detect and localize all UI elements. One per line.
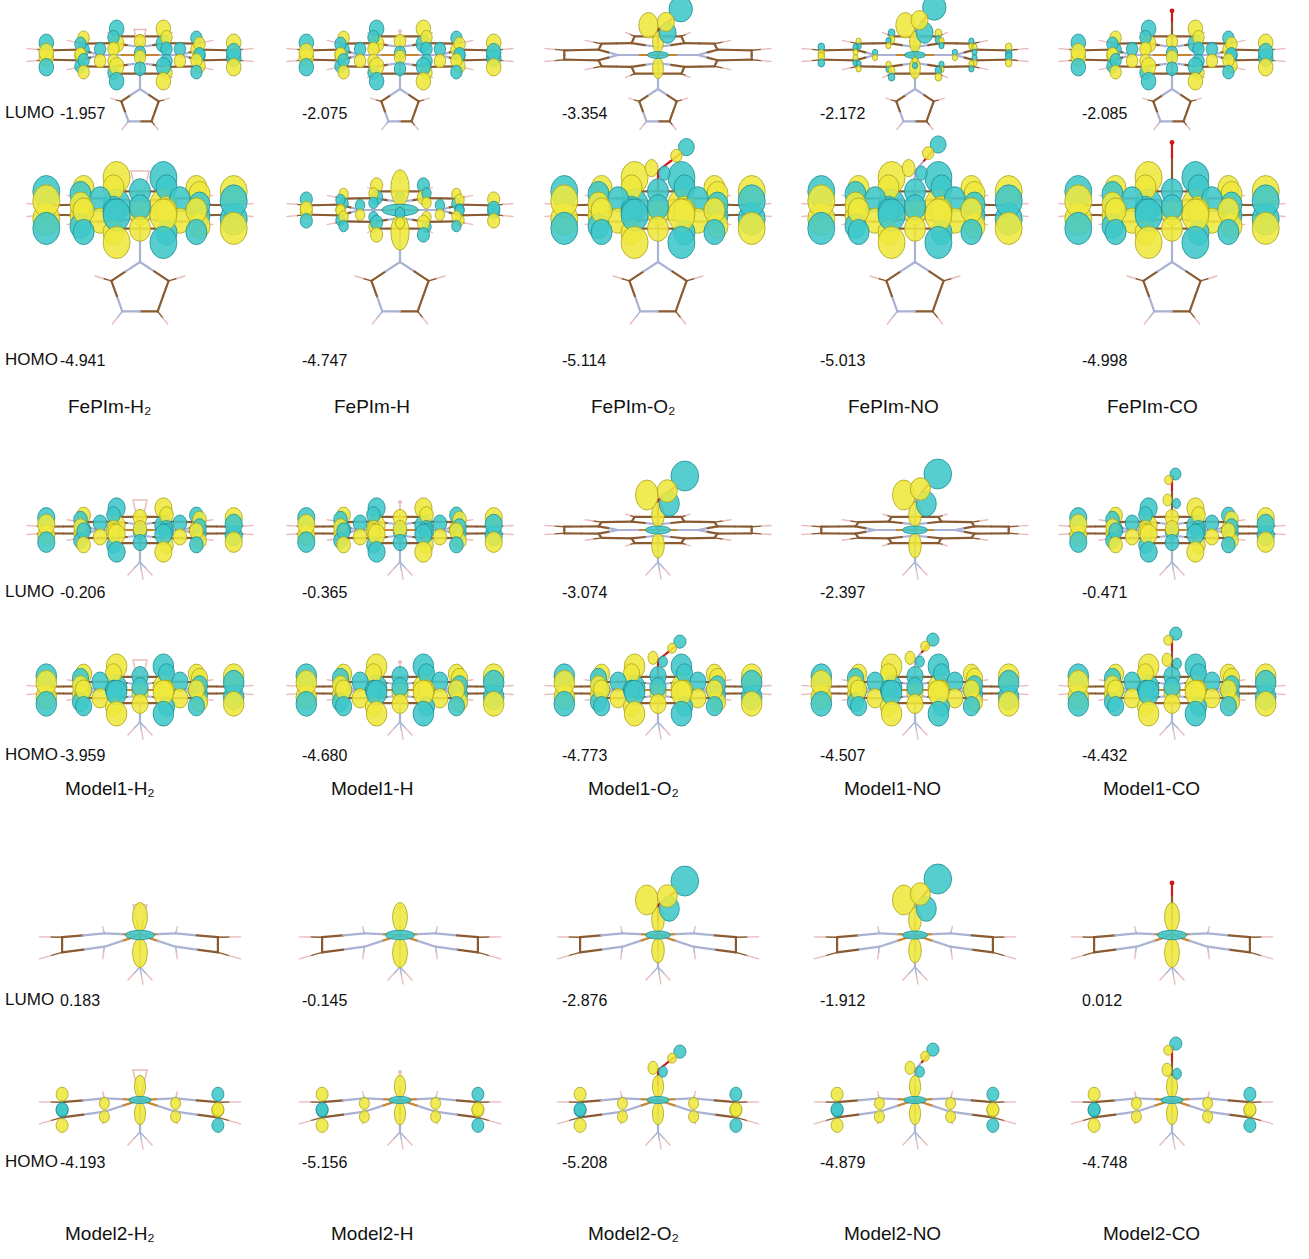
orbital-energy: -4.747 [300,351,349,370]
orbital-energy: -3.074 [560,583,609,602]
orbital-energy: -2.397 [818,583,867,602]
orbital-energy: -0.206 [58,583,107,602]
orbital-row-label: HOMO [3,745,60,765]
orbital-energy: -2.075 [300,104,349,123]
structure-name: Model1-NO [842,778,943,801]
orbital-energy: -4.680 [300,746,349,765]
orbital-energy: -1.912 [818,991,867,1010]
structure-name: Model2-O₂ [586,1223,681,1246]
orbital-energy: -4.748 [1080,1153,1129,1172]
structure-name: Model1-H [329,778,415,801]
structure-name: Model2-NO [842,1223,943,1246]
orbital-row-label: LUMO [3,103,56,123]
structure-name: Model2-H [329,1223,415,1246]
structure-name: FePIm-H [332,396,412,419]
orbital-energy: -0.365 [300,583,349,602]
orbital-energy: 0.012 [1080,991,1124,1010]
orbital-energy: -1.957 [58,104,107,123]
structure-name: Model2-H₂ [63,1223,157,1246]
structure-name: Model1-CO [1101,778,1202,801]
orbital-energy: -3.354 [560,104,609,123]
orbital-energy: 0.183 [58,991,102,1010]
orbital-energy: -5.114 [560,351,608,370]
orbital-row-label: LUMO [3,582,56,602]
orbital-energy: -0.471 [1080,583,1129,602]
orbital-row-label: HOMO [3,350,60,370]
orbital-energy: -0.145 [300,991,349,1010]
orbital-row-label: HOMO [3,1152,60,1172]
orbital-energy: -4.507 [818,746,867,765]
structure-name: Model2-CO [1101,1223,1202,1246]
orbital-energy: -2.876 [560,991,609,1010]
orbital-energy: -2.172 [818,104,867,123]
orbital-energy: -4.998 [1080,351,1129,370]
structure-name: FePIm-NO [846,396,941,419]
orbital-energy: -4.879 [818,1153,867,1172]
orbital-energy: -5.156 [300,1153,349,1172]
orbital-energy: -4.432 [1080,746,1129,765]
orbital-row-label: LUMO [3,990,56,1010]
orbital-energy: -2.085 [1080,104,1129,123]
orbital-energy: -5.208 [560,1153,609,1172]
orbital-energy: -4.193 [58,1153,107,1172]
orbital-energy: -3.959 [58,746,107,765]
orbital-energy: -4.941 [58,351,107,370]
structure-name: FePIm-H₂ [66,396,153,419]
structure-name: FePIm-O₂ [589,396,677,419]
structure-name: Model1-O₂ [586,778,681,801]
structure-name: Model1-H₂ [63,778,157,801]
orbital-energy: -4.773 [560,746,609,765]
structure-name: FePIm-CO [1105,396,1200,419]
orbital-energy: -5.013 [818,351,867,370]
